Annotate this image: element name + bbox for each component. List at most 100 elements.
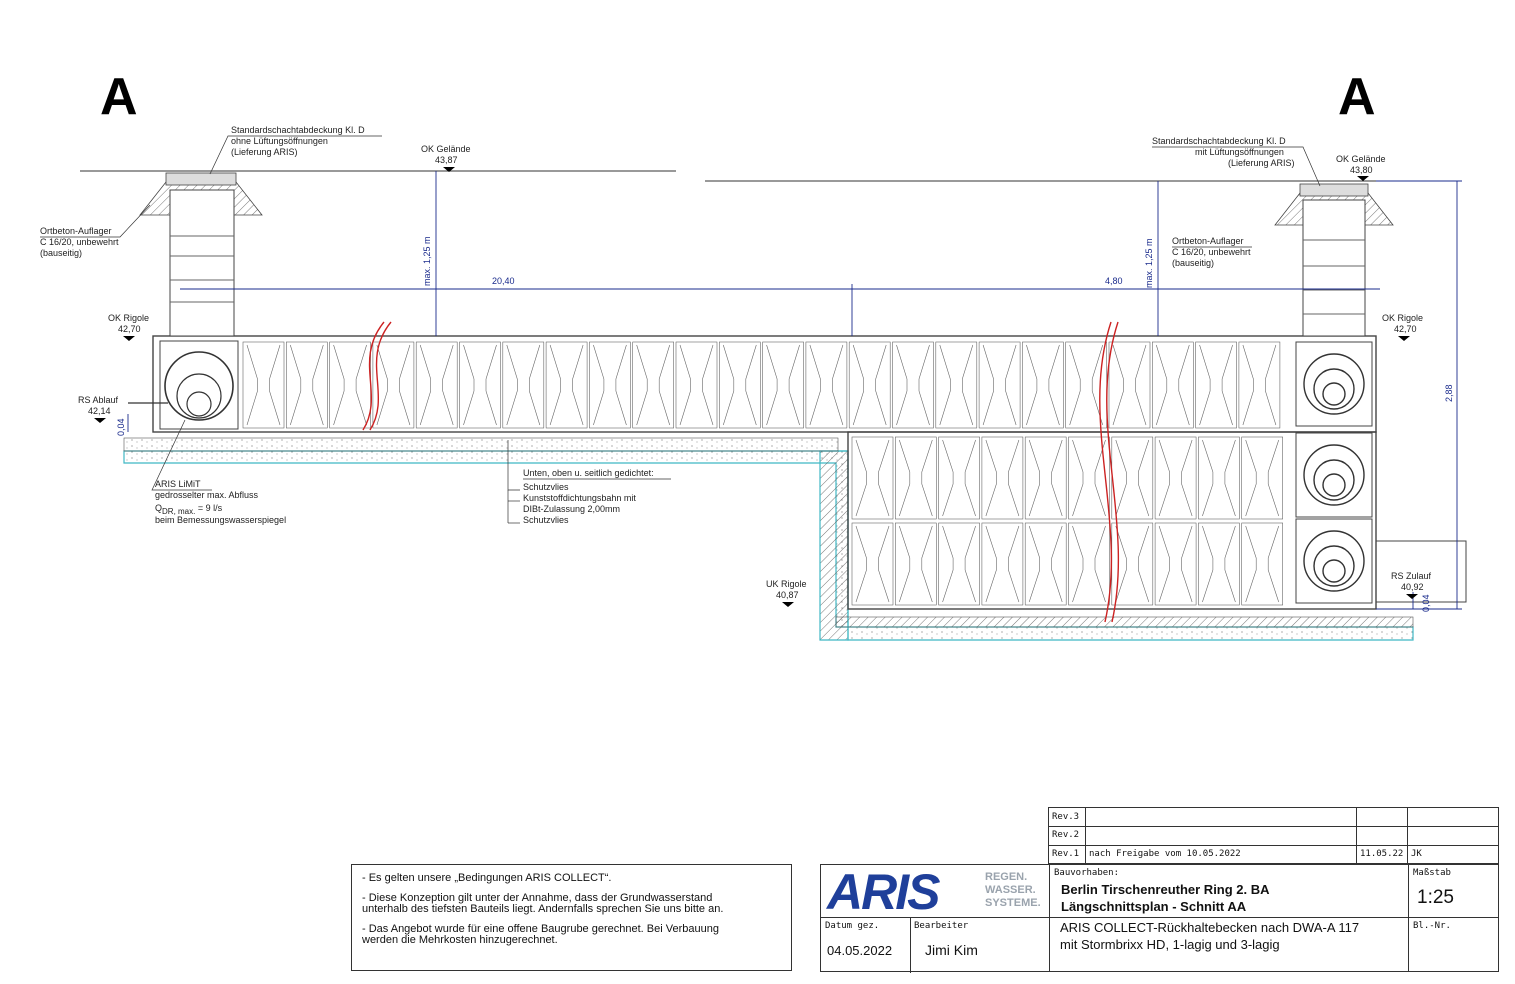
section-mark-left: A — [100, 68, 138, 126]
block-cell — [632, 341, 675, 429]
svg-text:42,70: 42,70 — [118, 324, 141, 334]
block-cell — [892, 341, 934, 429]
block-cell — [1241, 522, 1283, 606]
chamber-ring — [1322, 559, 1346, 583]
svg-text:gedrosselter max. Abfluss: gedrosselter max. Abfluss — [155, 490, 259, 500]
dim-height: 2,88 — [1444, 384, 1454, 402]
svg-text:Standardschachtabdeckung Kl. D: Standardschachtabdeckung Kl. D — [231, 125, 365, 135]
chamber-ring — [1303, 444, 1365, 506]
svg-text:OK Gelände: OK Gelände — [421, 144, 471, 154]
notes-box: - Es gelten unsere „Bedingungen ARIS COL… — [351, 864, 792, 971]
rev3-label: Rev.3 — [1052, 812, 1080, 822]
block-rib — [852, 344, 887, 426]
description-2: mit Stormbrixx HD, 1-lagig und 3-lagig — [1060, 937, 1280, 952]
block-cell — [938, 522, 980, 606]
cut-mark-left — [369, 321, 392, 431]
bearbeiter-value: Jimi Kim — [925, 942, 978, 958]
svg-text:mit Lüftungsöffnungen: mit Lüftungsöffnungen — [1195, 147, 1284, 157]
svg-text:Kunststoffdichtungsbahn mit: Kunststoffdichtungsbahn mit — [523, 493, 636, 503]
svg-text:QDR, max. = 9 l/s: QDR, max. = 9 l/s — [155, 503, 223, 516]
block-cell — [1241, 436, 1283, 520]
block-rib — [1115, 439, 1150, 517]
block-rib — [1072, 439, 1106, 517]
block-rib — [1158, 439, 1193, 517]
block-cell — [1024, 522, 1067, 606]
title-block: Rev.3 Rev.2 Rev.1 nach Freigabe vom 10.0… — [820, 807, 1499, 973]
svg-text:beim Bemessungswasserspiegel: beim Bemessungswasserspiegel — [155, 515, 286, 525]
project-title-1: Berlin Tirschenreuther Ring 2. BA — [1061, 882, 1270, 897]
rigole-lower-outline — [847, 431, 1377, 610]
dim-offset-left: 0,04 — [116, 418, 126, 436]
description-1: ARIS COLLECT-Rückhaltebecken nach DWA-A … — [1060, 920, 1360, 935]
block-cell — [894, 436, 937, 520]
chamber-ring — [1322, 473, 1346, 497]
label-ground-left: OK Gelände 43,87 — [421, 144, 471, 172]
sealing-foil — [123, 437, 1414, 641]
chamber-ring — [1313, 368, 1355, 410]
svg-text:OK Rigole: OK Rigole — [1382, 313, 1423, 323]
shaft-left — [128, 172, 263, 430]
dim-length-2: 4,80 — [1105, 276, 1123, 286]
block-cell — [1024, 436, 1067, 520]
block-cell — [894, 522, 937, 606]
label-cover-right: Standardschachtabdeckung Kl. D mit Lüftu… — [1152, 136, 1321, 187]
block-rib — [290, 344, 324, 426]
blatt-label: Bl.-Nr. — [1413, 921, 1451, 931]
chamber-box — [1295, 518, 1373, 604]
logo-tag1: REGEN. — [985, 871, 1028, 883]
block-cell — [1152, 341, 1194, 429]
label-sealing: Unten, oben u. seitlich gedichtet: Schut… — [507, 440, 671, 525]
svg-text:ARIS LiMiT: ARIS LiMiT — [155, 479, 201, 489]
project-title-2: Längschnittsplan - Schnitt AA — [1061, 899, 1247, 914]
chamber-box — [1295, 432, 1373, 518]
block-cell — [1068, 436, 1110, 520]
label-support-right: Ortbeton-Auflager C 16/20, unbewehrt (ba… — [1172, 236, 1252, 268]
title-main: ARIS REGEN. WASSER. SYSTEME. Bauvorhaben… — [820, 864, 1499, 973]
rev1-by: JK — [1411, 849, 1422, 859]
block-cell — [938, 436, 980, 520]
svg-text:Ortbeton-Auflager: Ortbeton-Auflager — [40, 226, 112, 236]
block-rib — [766, 344, 800, 426]
block-cell — [762, 341, 804, 429]
label-ground-right: OK Gelände 43,80 — [1336, 154, 1386, 181]
svg-text:Standardschachtabdeckung Kl. D: Standardschachtabdeckung Kl. D — [1152, 136, 1286, 146]
chamber-box — [1295, 341, 1373, 427]
block-rib — [899, 439, 933, 517]
block-rib — [723, 344, 757, 426]
svg-text:OK Rigole: OK Rigole — [108, 313, 149, 323]
svg-text:C 16/20, unbewehrt: C 16/20, unbewehrt — [40, 237, 119, 247]
block-rib — [985, 439, 1020, 517]
block-cell — [848, 341, 891, 429]
block-cell — [1154, 436, 1197, 520]
svg-text:Schutzvlies: Schutzvlies — [523, 515, 569, 525]
block-rib — [855, 439, 890, 517]
block-rib — [1028, 525, 1063, 603]
block-cell — [851, 436, 894, 520]
block-cell — [805, 341, 848, 429]
block-cell — [1198, 522, 1240, 606]
block-cell — [1111, 436, 1154, 520]
svg-text:UK Rigole: UK Rigole — [766, 579, 807, 589]
svg-text:40,92: 40,92 — [1401, 582, 1424, 592]
block-cell — [981, 436, 1024, 520]
datum-label: Datum gez. — [825, 921, 880, 931]
massstab-label: Maßstab — [1413, 868, 1451, 878]
block-cell — [718, 341, 761, 429]
chamber-ring — [1313, 545, 1355, 587]
section-mark-right: A — [1338, 68, 1376, 126]
rev1-label: Rev.1 — [1052, 849, 1080, 859]
block-cell — [502, 341, 545, 429]
svg-text:43,80: 43,80 — [1350, 165, 1373, 175]
stormbrixx-blocks — [242, 341, 1283, 606]
rev2-label: Rev.2 — [1052, 830, 1080, 840]
logo-tag3: SYSTEME. — [985, 897, 1041, 909]
label-ok-rigole-left: OK Rigole 42,70 — [108, 313, 149, 341]
block-rib — [1158, 525, 1193, 603]
block-rib — [1026, 344, 1060, 426]
logo-word: ARIS — [827, 864, 940, 920]
label-aris-limit: ARIS LiMiT gedrosselter max. Abfluss QDR… — [151, 419, 286, 525]
block-rib — [1245, 525, 1279, 603]
svg-text:RS Ablauf: RS Ablauf — [78, 395, 119, 405]
label-ok-rigole-right: OK Rigole 42,70 — [1382, 313, 1423, 341]
bearbeiter-label: Bearbeiter — [914, 921, 969, 931]
